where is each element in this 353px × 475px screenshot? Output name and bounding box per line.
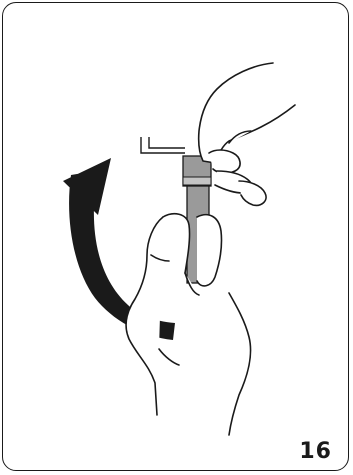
upper-hand [197,62,296,207]
instruction-illustration [63,62,296,436]
wire-stand [140,137,185,154]
rotate-arrow-icon [63,158,175,340]
instruction-panel: 16 [2,2,349,471]
vial-cap-band [182,176,212,186]
step-number: 16 [299,439,332,464]
lower-hand [125,212,252,436]
